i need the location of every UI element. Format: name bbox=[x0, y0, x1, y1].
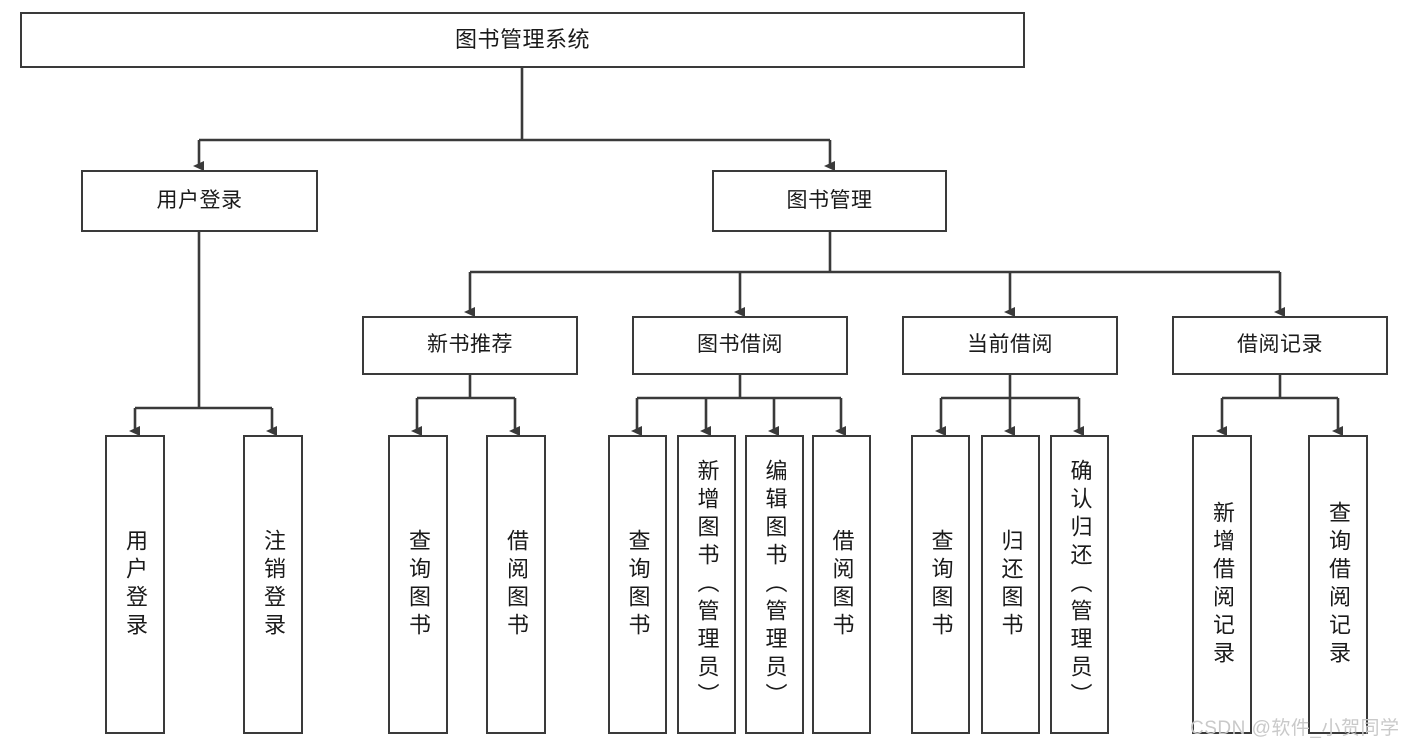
node-label: 借阅记录 bbox=[1237, 333, 1323, 357]
csdn-watermark: CSDN @软件_小贺同学 bbox=[1190, 718, 1400, 739]
leaf-query-borrowing-record[interactable]: 查询借阅记录 bbox=[1308, 435, 1368, 734]
node-label: 新书推荐 bbox=[427, 333, 513, 357]
node-label: 图书借阅 bbox=[697, 333, 783, 357]
node-label: 查询图书 bbox=[625, 528, 651, 641]
node-label: 编辑图书（管理员） bbox=[762, 458, 788, 711]
node-book-borrowing[interactable]: 图书借阅 bbox=[632, 316, 848, 375]
leaf-user-login[interactable]: 用户登录 bbox=[105, 435, 165, 734]
leaf-return-book[interactable]: 归还图书 bbox=[981, 435, 1040, 734]
node-label: 借阅图书 bbox=[504, 528, 529, 641]
node-label: 归还图书 bbox=[998, 528, 1024, 641]
node-borrowing-record[interactable]: 借阅记录 bbox=[1172, 316, 1388, 375]
node-label: 用户登录 bbox=[123, 528, 148, 641]
node-user-login[interactable]: 用户登录 bbox=[81, 170, 318, 232]
leaf-logout[interactable]: 注销登录 bbox=[243, 435, 303, 734]
node-label: 确认归还（管理员） bbox=[1067, 458, 1093, 711]
leaf-add-book-admin[interactable]: 新增图书（管理员） bbox=[677, 435, 736, 734]
leaf-edit-book-admin[interactable]: 编辑图书（管理员） bbox=[745, 435, 804, 734]
node-label: 当前借阅 bbox=[967, 333, 1053, 357]
leaf-borrow-book-new-book[interactable]: 借阅图书 bbox=[486, 435, 546, 734]
node-label: 查询图书 bbox=[406, 528, 431, 641]
leaf-borrow-book-borrowing[interactable]: 借阅图书 bbox=[812, 435, 871, 734]
node-label: 查询借阅记录 bbox=[1326, 500, 1351, 669]
leaf-add-borrowing-record[interactable]: 新增借阅记录 bbox=[1192, 435, 1252, 734]
node-root-book-management-system[interactable]: 图书管理系统 bbox=[20, 12, 1025, 68]
node-label: 图书管理系统 bbox=[454, 27, 590, 53]
node-label: 图书管理 bbox=[786, 188, 873, 212]
leaf-query-book-current[interactable]: 查询图书 bbox=[911, 435, 970, 734]
node-label: 借阅图书 bbox=[829, 528, 855, 641]
node-label: 新增借阅记录 bbox=[1210, 500, 1235, 669]
node-label: 注销登录 bbox=[261, 528, 286, 641]
node-new-book-recommendation[interactable]: 新书推荐 bbox=[362, 316, 578, 375]
leaf-confirm-return-admin[interactable]: 确认归还（管理员） bbox=[1050, 435, 1109, 734]
leaf-query-book-borrowing[interactable]: 查询图书 bbox=[608, 435, 667, 734]
node-label: 新增图书（管理员） bbox=[694, 458, 720, 711]
node-book-management[interactable]: 图书管理 bbox=[712, 170, 947, 232]
leaf-query-book-new-book[interactable]: 查询图书 bbox=[388, 435, 448, 734]
node-label: 查询图书 bbox=[928, 528, 954, 641]
node-current-borrowing[interactable]: 当前借阅 bbox=[902, 316, 1118, 375]
node-label: 用户登录 bbox=[156, 188, 243, 212]
